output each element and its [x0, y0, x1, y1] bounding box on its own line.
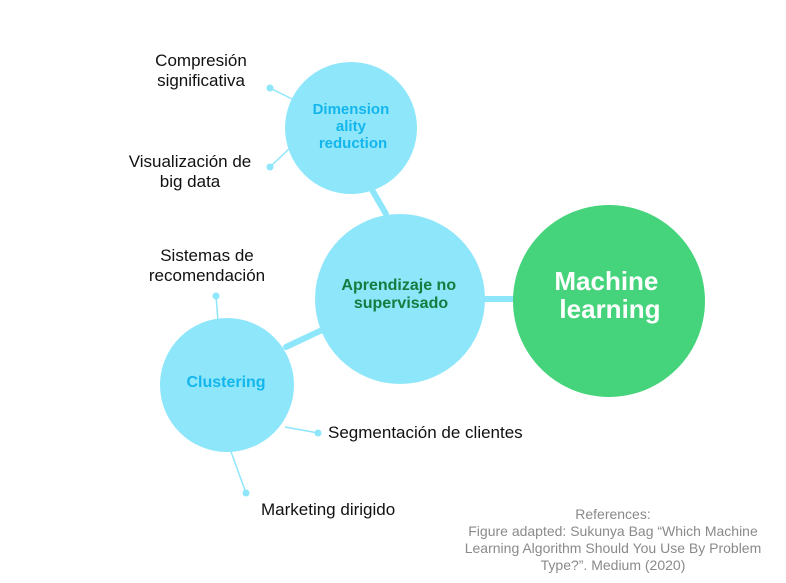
leaf-segmentacion-clientes: Segmentación de clientes — [328, 423, 523, 442]
leaf-line: significativa — [157, 71, 245, 90]
label-machine-learning: Machine learning — [554, 266, 665, 324]
references-line: References: — [575, 506, 651, 522]
connector-compresion — [269, 87, 293, 100]
leaf-compresion-significativa: Compresión significativa — [138, 51, 264, 91]
connector-dot-visualizacion — [266, 163, 274, 171]
label-line: Dimension — [313, 101, 390, 118]
connector-dimensionality-unsupervised — [368, 185, 389, 217]
label-line: supervisado — [354, 295, 448, 312]
references-line: Type?”. Medium (2020) — [540, 557, 686, 573]
references-line: Learning Algorithm Should You Use By Pro… — [464, 540, 762, 556]
connector-dot-sistemas — [212, 292, 220, 300]
node-clustering — [160, 318, 294, 452]
references-line: Figure adapted: Sukunya Bag “Which Machi… — [468, 523, 758, 539]
leaf-sistemas-recomendacion: Sistemas de recomendación — [136, 246, 278, 286]
label-line: Machine — [554, 266, 658, 296]
node-aprendizaje-no-supervisado — [315, 214, 485, 384]
leaf-line: recomendación — [148, 266, 266, 285]
leaf-line: Visualización de — [128, 152, 252, 171]
node-dimensionality-reduction — [285, 62, 417, 194]
label-line: learning — [559, 294, 660, 324]
label-line: ality — [336, 118, 367, 135]
connector-visualizacion — [269, 146, 292, 168]
connector-marketing — [229, 448, 247, 494]
node-machine-learning — [513, 205, 705, 397]
label-aprendizaje-no-supervisado: Aprendizaje no supervisado — [341, 277, 460, 312]
connector-segmentacion — [284, 426, 319, 434]
connector-sistemas — [215, 295, 219, 322]
references-note: References: Figure adapted: Sukunya Bag … — [438, 506, 786, 574]
label-line: Clustering — [186, 374, 265, 391]
label-clustering: Clustering — [186, 374, 265, 391]
label-dimensionality-reduction: Dimension ality reduction — [313, 101, 394, 152]
leaf-marketing-dirigido: Marketing dirigido — [261, 500, 396, 519]
connector-dot-compresion — [266, 84, 274, 92]
label-line: reduction — [319, 135, 387, 152]
leaf-line: Compresión — [155, 51, 247, 70]
leaf-line: Sistemas de — [160, 246, 254, 265]
leaf-line: big data — [159, 172, 221, 191]
connector-dot-marketing — [242, 489, 250, 497]
label-line: Aprendizaje no — [341, 277, 456, 294]
connector-dot-segmentacion — [314, 429, 322, 437]
connector-unsupervised-clustering — [283, 327, 325, 350]
leaf-visualizacion-big-data: Visualización de big data — [116, 152, 264, 192]
